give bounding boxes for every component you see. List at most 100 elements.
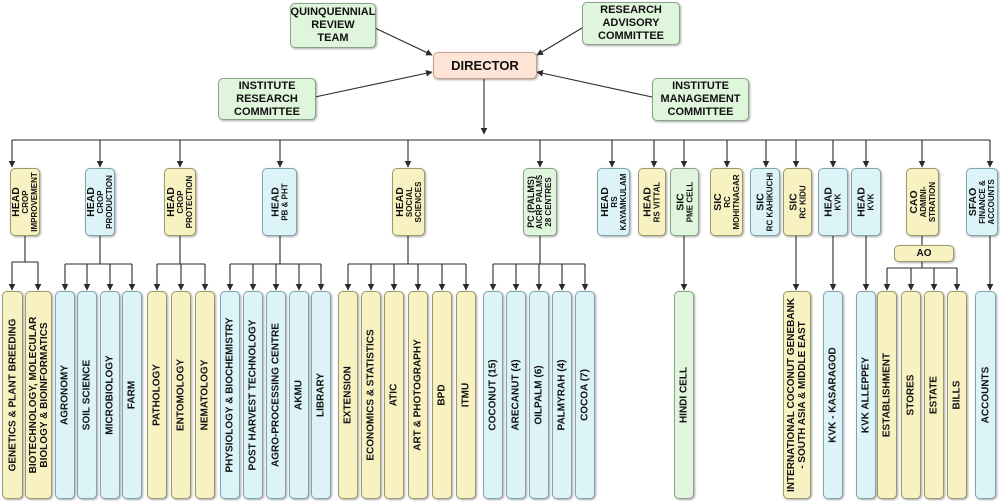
sic-mohitnagar-line-1: SIC — [711, 193, 724, 211]
leaf-microbiology-label: MICROBIOLOGY — [104, 355, 116, 435]
head-social-sciences-line-3: SCIENCES — [413, 181, 422, 223]
leaf-library: LIBRARY — [311, 291, 331, 499]
leaf-pathology: PATHOLOGY — [147, 291, 167, 499]
leaf-genetics-label: GENETICS & PLANT BREEDING — [7, 318, 18, 472]
qrt-line-1: QUINQUENNIAL — [290, 6, 376, 18]
head-rs-kayamkulam-line-1: HEAD — [598, 187, 611, 217]
head-pb-pht-box: HEAD PB & PHT — [262, 168, 297, 236]
leaf-physiology-biochemistry: PHYSIOLOGY & BIOCHEMISTRY — [220, 291, 240, 499]
head-rs-vittal-line-2: RS VITTAL — [652, 181, 662, 223]
head-rs-kayamkulam-box: HEAD RS KAYAMKULAM — [597, 168, 630, 236]
leaf-biotech-line-2: BIOLOGY & BIOINFORMATICS — [38, 322, 50, 468]
leaf-pathology-label: PATHOLOGY — [151, 364, 163, 426]
leaf-art-label: ART & PHOTOGRAPHY — [412, 339, 424, 451]
irc-line-1: INSTITUTE — [238, 79, 296, 92]
leaf-soil-science-label: SOIL SCIENCE — [81, 359, 93, 431]
research-advisory-committee-box: RESEARCH ADVISORY COMMITTEE — [582, 2, 680, 45]
head-kvk-alleppey-box: HEAD KVK — [851, 168, 881, 236]
leaf-extension: EXTENSION — [338, 291, 358, 499]
director-box: DIRECTOR — [433, 52, 537, 79]
leaf-hindi-cell: HINDI CELL — [674, 291, 694, 499]
institute-management-committee-box: INSTITUTE MANAGEMENT COMMITTEE — [652, 78, 749, 121]
sic-mohitnagar-line-3: MOHITNAGAR — [731, 174, 740, 230]
leaf-bpd: BPD — [432, 291, 452, 499]
head-crop-production-box: HEAD CROP PRODUCTION — [85, 168, 115, 236]
leaf-biotechnology: BIOTECHNOLOGY, MOLECULAR BIOLOGY & BIOIN… — [25, 291, 52, 499]
head-social-sciences-line-1: HEAD — [393, 187, 406, 217]
leaf-soil-science: SOIL SCIENCE — [77, 291, 97, 499]
head-crop-improvement-text: HEAD CROP IMPROVEMENT — [10, 172, 39, 232]
leaf-coconut: COCONUT (15) — [483, 291, 503, 499]
pc-palms-text: PC (PALMS) AICRP PALMS 28 CENTRES — [526, 175, 553, 229]
leaf-establishment-label: ESTABLISHMENT — [881, 352, 893, 438]
rac-line-1: RESEARCH — [600, 4, 662, 16]
leaf-biotech-text: BIOTECHNOLOGY, MOLECULAR BIOLOGY & BIOIN… — [28, 317, 50, 474]
leaf-bills: BILLS — [947, 291, 967, 499]
leaf-nematology: NEMATOLOGY — [195, 291, 215, 499]
qrt-line-3: TEAM — [317, 32, 349, 44]
cao-administration-box: CAO ADMINI- STRATION — [906, 168, 939, 236]
head-crop-improvement-line-3: IMPROVEMENT — [29, 172, 39, 232]
head-rs-vittal-text: HEAD RS VITTAL — [641, 181, 662, 223]
leaf-palmyrah-label: PALMYRAH (4) — [556, 359, 568, 431]
leaf-accounts-label: ACCOUNTS — [980, 366, 991, 424]
head-crop-protection-box: HEAD CROP PROTECTION — [164, 168, 196, 236]
leaf-biotech-line-1: BIOTECHNOLOGY, MOLECULAR — [27, 316, 39, 474]
leaf-entomology: ENTOMOLOGY — [171, 291, 191, 499]
sic-mohitnagar-line-2: RC — [722, 196, 732, 208]
leaf-physiology-label: PHYSIOLOGY & BIOCHEMISTRY — [224, 317, 236, 473]
quinquennial-review-team-box: QUINQUENNIAL REVIEW TEAM — [290, 3, 376, 48]
leaf-akmu: AKMU — [289, 291, 309, 499]
leaf-microbiology: MICROBIOLOGY — [100, 291, 120, 499]
pc-palms-line-3: 28 CENTRES — [543, 177, 553, 227]
head-rs-kayamkulam-text: HEAD RS KAYAMKULAM — [598, 174, 628, 231]
sic-rc-mohitnagar-box: SIC RC MOHITNAGAR — [710, 168, 743, 236]
sic-rc-mohitnagar-text: SIC RC MOHITNAGAR — [711, 174, 741, 230]
director-label: DIRECTOR — [451, 58, 519, 73]
leaf-bpd-label: BPD — [436, 384, 448, 406]
leaf-coconut-label: COCONUT (15) — [487, 359, 499, 431]
leaf-estate-label: ESTATE — [928, 376, 940, 414]
sic-rc-kahikuchi-box: SIC RC KAHIKUCHI — [750, 168, 780, 236]
leaf-genebank-line-2: - SOUTH ASIA & MIDDLE EAST — [797, 321, 808, 469]
cao-text: CAO ADMINI- STRATION — [908, 181, 937, 223]
leaf-atic-label: ATIC — [388, 383, 400, 407]
leaf-cocoa-label: COCOA (7) — [579, 369, 591, 421]
leaf-palmyrah: PALMYRAH (4) — [552, 291, 572, 499]
sic-rc-kidu-text: SIC RC KIDU — [787, 185, 808, 219]
head-social-sciences-text: HEAD SOCIAL SCIENCES — [393, 181, 423, 223]
leaf-apc-label: AGRO-PROCESSING CENTRE — [270, 323, 282, 467]
leaf-itmu: ITMU — [456, 291, 476, 499]
cao-line-3: STRATION — [927, 181, 936, 223]
head-kvk-2-text: HEAD KVK — [855, 187, 876, 217]
rac-line-2: ADVISORY — [602, 17, 660, 29]
head-kvk-1-text: HEAD KVK — [822, 187, 843, 217]
head-crop-production-text: HEAD CROP PRODUCTION — [85, 175, 114, 229]
ao-label: AO — [916, 248, 932, 259]
irc-line-3: COMMITTEE — [234, 105, 300, 118]
leaf-itmu-label: ITMU — [460, 382, 472, 408]
sic-pme-cell-box: SIC PME CELL — [670, 168, 699, 236]
head-crop-improvement-box: HEAD CROP IMPROVEMENT — [10, 168, 40, 236]
pc-palms-box: PC (PALMS) AICRP PALMS 28 CENTRES — [523, 168, 557, 236]
sic-rc-kahikuchi-text: SIC RC KAHIKUCHI — [754, 173, 775, 232]
institute-research-committee-box: INSTITUTE RESEARCH COMMITTEE — [218, 78, 316, 120]
leaf-entomology-label: ENTOMOLOGY — [175, 358, 187, 432]
leaf-economics-statistics: ECONOMICS & STATISTICS — [361, 291, 381, 499]
sic-kidu-line-2: RC KIDU — [797, 185, 807, 219]
leaf-agronomy: AGRONOMY — [55, 291, 75, 499]
sfao-text: SFAO FINANCE & ACCOUNTS — [967, 179, 996, 224]
sic-rc-kidu-box: SIC RC KIDU — [783, 168, 812, 236]
leaf-cocoa: COCOA (7) — [575, 291, 595, 499]
leaf-kvk-alleppey-label: KVK ALLEPPEY — [860, 356, 872, 434]
leaf-arecanut-label: ARECANUT (4) — [510, 359, 522, 431]
head-pb-pht-line-2: PB & PHT — [279, 183, 289, 221]
leaf-kvk-kasaragod-label: KVK - KASARAGOD — [827, 347, 839, 443]
head-crop-production-line-3: PRODUCTION — [104, 175, 114, 229]
leaf-post-harvest-technology: POST HARVEST TECHNOLOGY — [243, 291, 263, 499]
leaf-atic: ATIC — [384, 291, 404, 499]
leaf-art-photography: ART & PHOTOGRAPHY — [408, 291, 428, 499]
head-crop-protection-text: HEAD CROP PROTECTION — [165, 176, 194, 228]
head-social-sciences-box: HEAD SOCIAL SCIENCES — [392, 168, 425, 236]
leaf-farm-label: FARM — [126, 380, 138, 410]
